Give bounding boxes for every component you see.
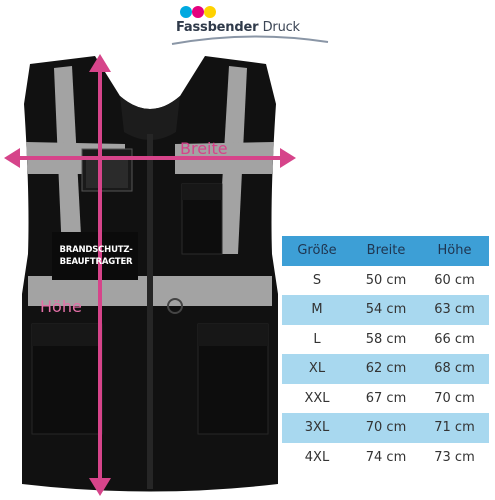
- size-table-header-row: Größe Breite Höhe: [282, 236, 489, 266]
- d-ring: [167, 298, 183, 314]
- height-label: Höhe: [40, 297, 82, 316]
- table-row: M 54 cm 63 cm: [282, 295, 489, 325]
- width-cell: 70 cm: [365, 420, 407, 436]
- badge-patch: [52, 232, 138, 280]
- brand-logo: Fassbender Druck: [170, 2, 330, 48]
- width-cell: 67 cm: [365, 390, 407, 406]
- header-width: Breite: [366, 243, 406, 259]
- size-cell: S: [312, 272, 322, 288]
- height-cell: 66 cm: [434, 331, 475, 347]
- size-cell: XXL: [304, 390, 330, 406]
- size-cell: XL: [308, 361, 326, 377]
- width-cell: 54 cm: [365, 302, 407, 318]
- height-cell: 68 cm: [434, 361, 475, 377]
- header-size: Größe: [297, 243, 337, 259]
- size-cell: L: [313, 331, 321, 347]
- vest-illustration: [0, 44, 300, 500]
- table-row: 4XL 74 cm 73 cm: [282, 442, 489, 472]
- width-cell: 62 cm: [365, 361, 407, 377]
- logo-wordmark: Fassbender Druck: [176, 20, 300, 35]
- logo-swoosh-icon: [171, 35, 329, 45]
- badge-line-1: BRANDSCHUTZ-: [59, 245, 133, 255]
- height-cell: 63 cm: [434, 302, 475, 318]
- width-cell: 58 cm: [365, 331, 407, 347]
- table-row: L 58 cm 66 cm: [282, 324, 489, 354]
- width-label: Breite: [180, 139, 228, 158]
- height-measure-arrow-icon: [89, 54, 111, 496]
- badge-text: BRANDSCHUTZ- BEAUFTRAGTER: [56, 244, 136, 268]
- size-chart-table: Größe Breite Höhe S 50 cm 60 cm M 54 cm …: [282, 236, 489, 472]
- size-cell: 3XL: [304, 420, 330, 436]
- vest-zipper: [147, 134, 153, 489]
- size-cell: 4XL: [304, 449, 330, 465]
- height-cell: 73 cm: [434, 449, 475, 465]
- height-cell: 60 cm: [434, 272, 475, 288]
- size-cell: M: [311, 302, 323, 318]
- logo-color-dots-icon: [180, 6, 216, 18]
- table-row: XXL 67 cm 70 cm: [282, 383, 489, 413]
- logo-brand-light: Druck: [262, 20, 300, 35]
- width-measure-arrow-icon: [4, 148, 296, 168]
- vest-drawing: [4, 54, 296, 496]
- height-cell: 70 cm: [434, 390, 475, 406]
- width-cell: 50 cm: [365, 272, 407, 288]
- header-height: Höhe: [437, 243, 472, 259]
- vest-collar: [120, 96, 180, 140]
- badge-line-2: BEAUFTRAGTER: [59, 257, 133, 267]
- height-cell: 71 cm: [434, 420, 475, 436]
- logo-brand-bold: Fassbender: [176, 20, 259, 35]
- width-cell: 74 cm: [365, 449, 407, 465]
- table-row: 3XL 70 cm 71 cm: [282, 413, 489, 443]
- table-row: S 50 cm 60 cm: [282, 265, 489, 295]
- table-row: XL 62 cm 68 cm: [282, 354, 489, 384]
